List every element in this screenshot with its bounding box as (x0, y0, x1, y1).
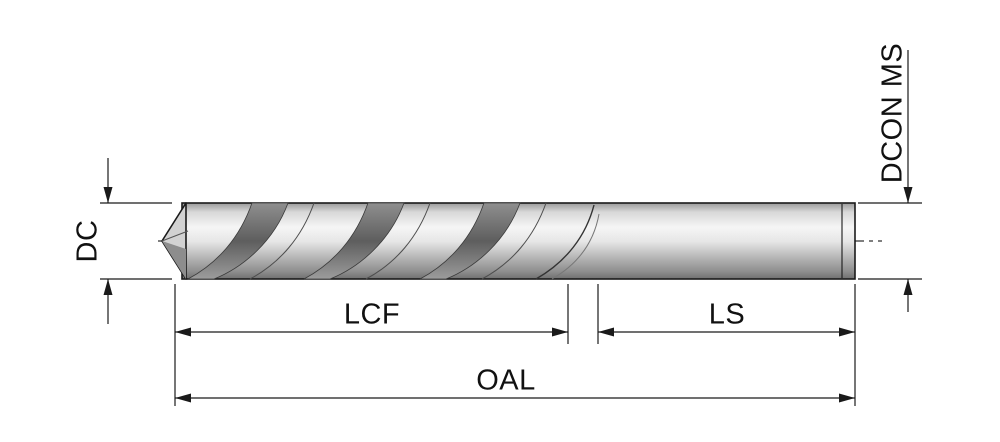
flute-spirals (187, 202, 600, 280)
label-shank-length: LS (708, 298, 746, 331)
dimension-ls (598, 327, 855, 337)
arrow-down-icon (903, 187, 913, 203)
arrow-right-icon (839, 393, 855, 403)
dimension-dc (100, 158, 172, 324)
arrow-up-icon (103, 279, 113, 295)
label-connection-diameter: DCON MS (876, 42, 909, 184)
arrow-left-icon (598, 327, 614, 337)
label-flute-length: LCF (343, 298, 401, 331)
arrow-left-icon (175, 393, 191, 403)
label-cutting-diameter: DC (71, 219, 104, 263)
drill-tip (161, 202, 189, 280)
dimension-dcon-ms (858, 50, 922, 312)
dimension-lcf (175, 327, 568, 337)
label-overall-length: OAL (476, 364, 536, 397)
arrow-down-icon (103, 187, 113, 203)
arrow-up-icon (903, 279, 913, 295)
dimension-oal (175, 393, 855, 403)
drill-body (161, 202, 856, 280)
arrow-left-icon (175, 327, 191, 337)
extension-lines (174, 284, 856, 406)
arrow-right-icon (552, 327, 568, 337)
arrow-right-icon (839, 327, 855, 337)
flute-runout (535, 204, 595, 280)
